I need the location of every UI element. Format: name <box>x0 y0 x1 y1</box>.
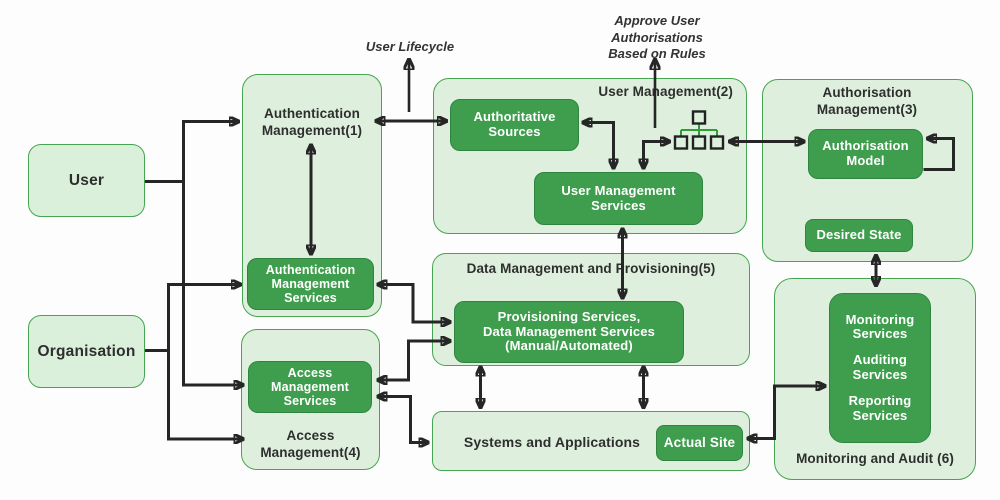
provisioning-line-2: Data Management Services <box>483 323 655 339</box>
user-node-label: User <box>68 171 105 189</box>
user-management-services-label: User Management Services <box>561 182 676 213</box>
connector-org-to-authms-and-accessmgmt <box>167 285 244 440</box>
user-lifecycle-annotation: User Lifecycle <box>365 39 455 54</box>
data-management-title: Data Management and Provisioning(5) <box>466 261 716 276</box>
provisioning-line-1: Provisioning Services, <box>497 308 641 324</box>
user-node: User <box>28 144 145 217</box>
desired-state-box: Desired State <box>805 219 913 252</box>
connector-accessms-systems <box>378 397 429 443</box>
auditing-services-label: Auditing Services <box>852 352 908 382</box>
organisation-node: Organisation <box>28 315 145 388</box>
organisation-node-label: Organisation <box>37 342 136 360</box>
reporting-services-label: Reporting Services <box>848 392 912 423</box>
connector-user-to-authmgmt-and-accessms <box>182 122 244 386</box>
authentication-management-services-label: Authentication Management Services <box>265 262 356 306</box>
provisioning-services-box: Provisioning Services, Data Management S… <box>454 301 684 363</box>
provisioning-line-3: (Manual/Automated) <box>505 338 633 354</box>
monitoring-services-label: Monitoring Services <box>845 311 915 342</box>
desired-state-label: Desired State <box>816 227 902 243</box>
authorisation-model-label: Authorisation Model <box>822 138 909 168</box>
monitoring-services-box: Monitoring Services Auditing Services Re… <box>829 293 931 443</box>
access-management-services-label: Access Management Services <box>271 365 349 409</box>
authorisation-model-box: Authorisation Model <box>808 129 923 179</box>
authentication-management-services-box: Authentication Management Services <box>247 258 374 310</box>
actual-site-box: Actual Site <box>656 425 743 461</box>
monitoring-audit-title: Monitoring and Audit (6) <box>796 451 954 466</box>
access-management-services-box: Access Management Services <box>248 361 372 413</box>
approve-rules-annotation: Approve User Authorisations Based on Rul… <box>608 13 706 62</box>
authoritative-sources-label: Authoritative Sources <box>473 109 556 139</box>
user-management-services-box: User Management Services <box>534 172 703 225</box>
access-management-title: Access Management(4) <box>260 428 361 460</box>
org-chart-icon <box>673 110 725 150</box>
authorisation-management-title: Authorisation Management(3) <box>816 85 918 117</box>
actual-site-label: Actual Site <box>663 435 736 451</box>
authentication-management-title: Authentication Management(1) <box>261 106 363 138</box>
systems-applications-label: Systems and Applications <box>463 434 641 450</box>
user-management-title: User Management(2) <box>598 84 733 99</box>
authoritative-sources-box: Authoritative Sources <box>450 99 579 151</box>
